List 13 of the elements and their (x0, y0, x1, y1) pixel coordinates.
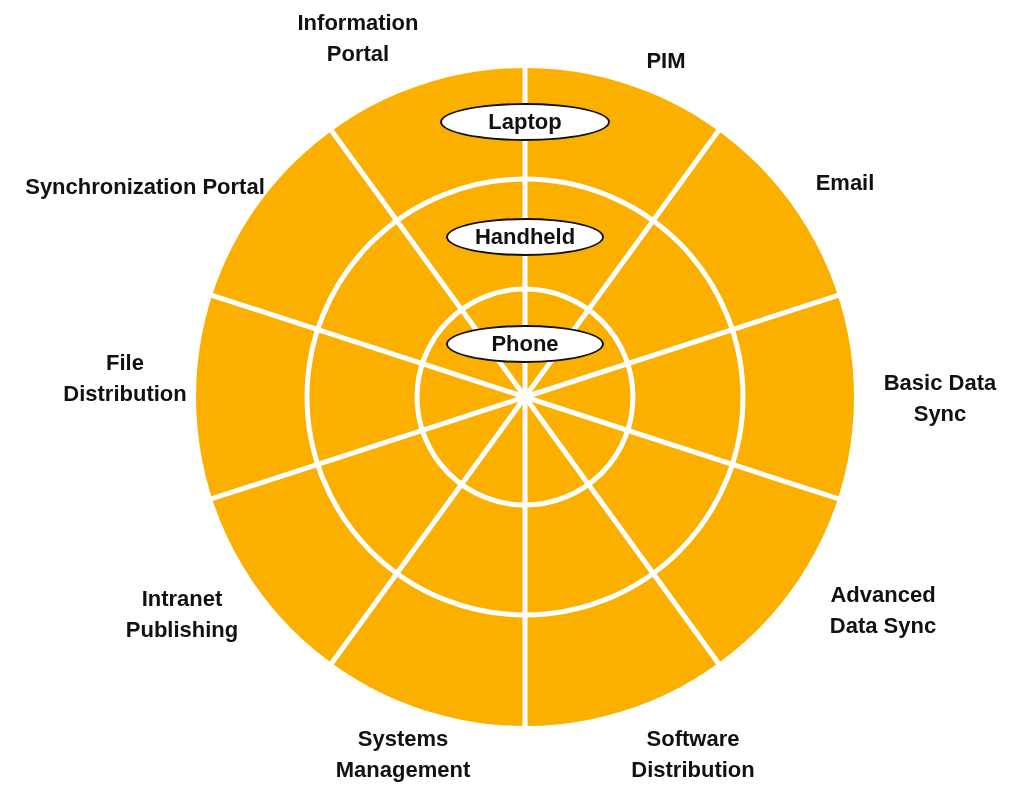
sector-label: Systems Management (334, 725, 472, 784)
sector-label: Software Distribution (630, 725, 756, 784)
sector-label: Basic Data Sync (882, 369, 998, 428)
sector-label: Email (815, 168, 875, 197)
sector-label: Synchronization Portal (25, 172, 265, 201)
device-label: Laptop (488, 109, 562, 135)
sector-label: PIM (646, 46, 686, 75)
sector-label: Intranet Publishing (124, 585, 240, 644)
sector-label: Advanced Data Sync (828, 581, 938, 640)
device-label: Handheld (474, 224, 576, 250)
sector-label: Information Portal (296, 9, 420, 68)
device-label: Phone (491, 331, 559, 357)
sector-label: File Distribution (62, 349, 188, 408)
